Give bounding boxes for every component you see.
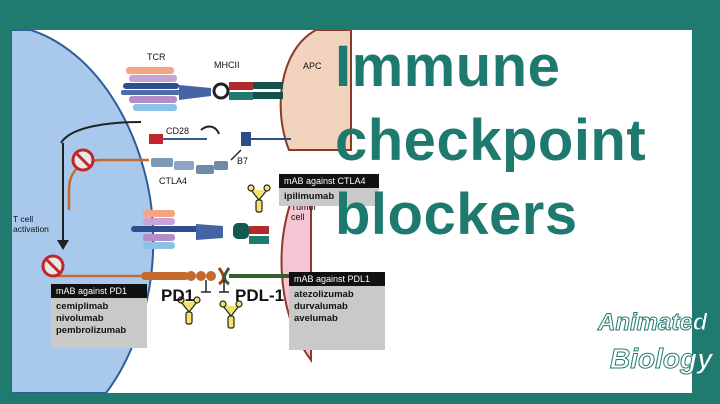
title-line-2: checkpoint [335,108,647,173]
animated-biology-logo: Animated Biology [588,290,716,398]
antibody-icon-pdl1 [219,300,243,329]
diagram-panel: TCR MHCII APC CD28 B7 CTLA4 Tumor cell T… [11,30,692,393]
pdl1-antibody-header: mAB against PDL1 [289,272,385,286]
pd1-label: PD1 [161,286,195,305]
pdl1-drug-2: durvalumab [294,301,348,312]
ctla4-antibody-header: mAB against CTLA4 [279,174,379,188]
ctla4-chain [151,158,228,174]
svg-text:Animated: Animated [597,309,709,336]
pdl1-label: PDL-1 [235,286,285,305]
tumor-cell-label: Tumor cell [291,202,317,222]
no-sign-icon-ctla4 [71,148,95,172]
apc-label: APC [303,61,322,71]
pdl1-drug-1: atezolizumab [294,289,354,300]
pd1-drug-2: nivolumab [56,313,104,324]
ctla4-antibody-box: mAB against CTLA4 ipilimumab [279,174,379,206]
ctla4-label: CTLA4 [159,176,188,186]
tcr-mhcii-complex-bottom [131,210,269,249]
pd1-drug-1: cemiplimab [56,301,109,312]
cd28-label: CD28 [166,126,190,136]
svg-text:Biology: Biology [610,343,714,374]
t-cell-activation-label: T cell activation [13,214,49,234]
pdl1-drug-3: avelumab [294,313,338,324]
tcr-label: TCR [147,52,166,62]
pdl1-antibody-box: mAB against PDL1 atezolizumab durvalumab… [289,272,385,350]
b7-label: B7 [237,156,249,166]
antibody-icon-pd1 [177,296,201,325]
no-sign-icon-pd1 [41,254,65,278]
tcr-mhcii-complex-top [121,67,283,111]
pd1-drug-3: pembrolizumab [56,325,127,336]
mhcii-label: MHCII [214,60,240,70]
pd1-antibody-header: mAB against PD1 [51,284,147,298]
ctla4-drug-1: ipilimumab [284,191,335,202]
pd1-antibody-box: mAB against PD1 cemiplimab nivolumab pem… [51,284,147,348]
title-line-3: blockers [335,182,578,247]
title-line-1: Immune [335,34,561,99]
antibody-icon-ctla4 [247,184,271,213]
